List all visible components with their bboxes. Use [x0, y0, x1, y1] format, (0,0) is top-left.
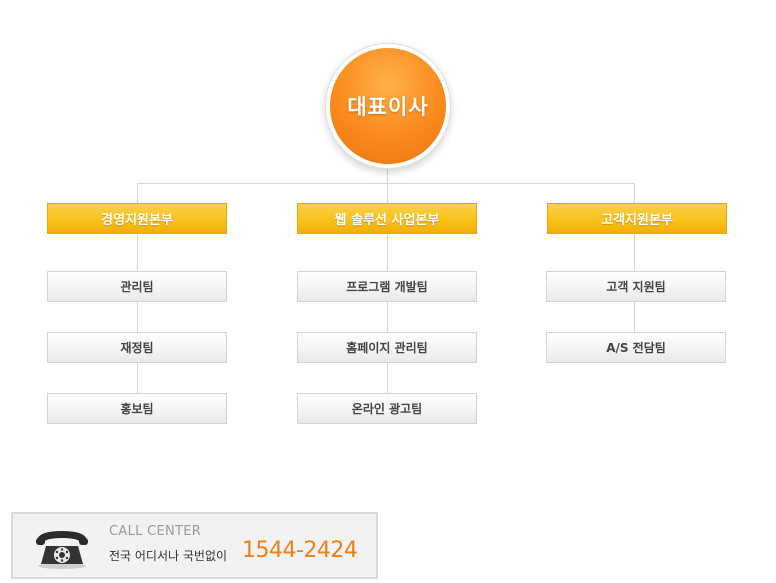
- connector-horizontal: [137, 183, 635, 184]
- connector-col-2: [387, 234, 388, 394]
- department-web-solution: 웹 솔루션 사업본부: [297, 203, 477, 234]
- call-center-title: CALL CENTER: [109, 524, 202, 539]
- connector-dept-1: [137, 183, 138, 204]
- call-center-number[interactable]: 1544-2424: [242, 538, 358, 563]
- team-management: 관리팀: [47, 271, 227, 302]
- team-homepage-management: 홈페이지 관리팀: [297, 332, 477, 363]
- team-public-relations: 홍보팀: [47, 393, 227, 424]
- connector-dept-2: [387, 183, 388, 204]
- team-program-development: 프로그램 개발팀: [297, 271, 477, 302]
- connector-dept-3: [634, 183, 635, 204]
- team-customer-support: 고객 지원팀: [546, 271, 726, 302]
- call-center-subtitle: 전국 어디서나 국번없이: [109, 549, 228, 563]
- connector-col-1: [137, 234, 138, 394]
- connector-ceo-stem: [387, 164, 388, 184]
- team-online-advertising: 온라인 광고팀: [297, 393, 477, 424]
- department-customer-support: 고객지원본부: [547, 203, 727, 234]
- telephone-icon: [36, 531, 88, 569]
- team-after-service: A/S 전담팀: [546, 332, 726, 363]
- ceo-node: 대표이사: [330, 48, 446, 164]
- team-finance: 재정팀: [47, 332, 227, 363]
- ceo-label: 대표이사: [347, 95, 429, 119]
- department-management-support: 경영지원본부: [47, 203, 227, 234]
- call-center-box: CALL CENTER 전국 어디서나 국번없이 1544-2424: [11, 512, 378, 579]
